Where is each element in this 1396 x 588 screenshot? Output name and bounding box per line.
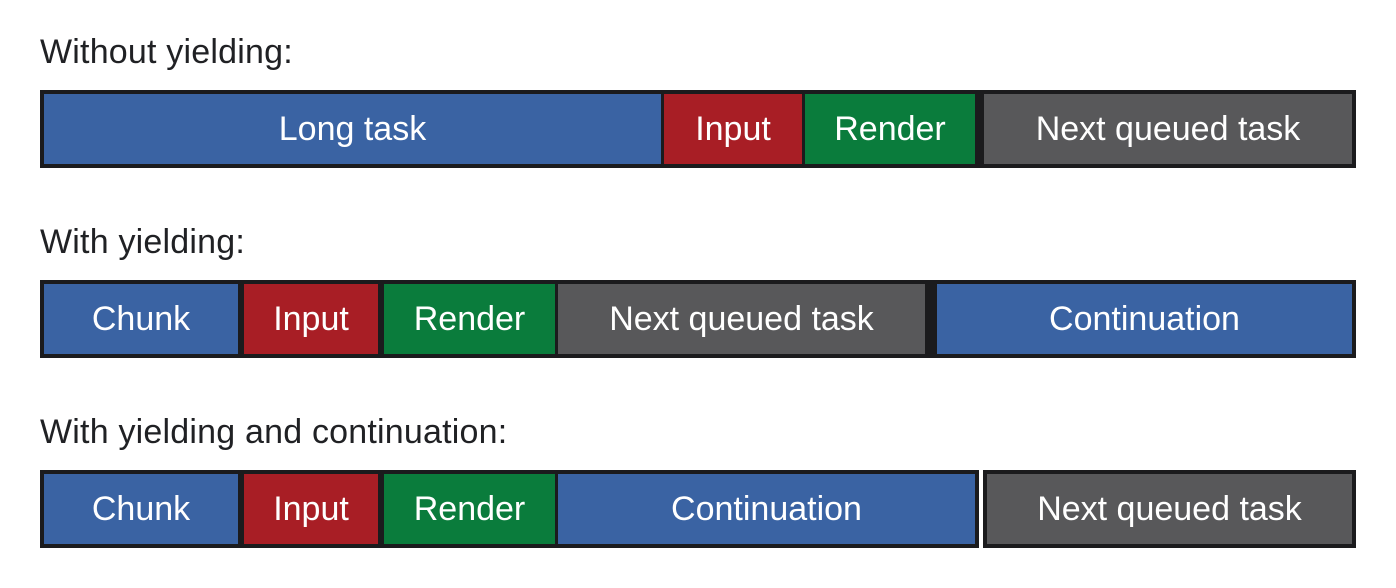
timeline-bar: Chunk Input Render Continuation Next que… [40, 470, 1356, 548]
segment-label: Input [695, 110, 771, 148]
segment-next-queued-task: Next queued task [987, 474, 1352, 544]
timeline-bar: Long task Input Render Next queued task [40, 90, 1356, 168]
segment-label: Long task [278, 110, 427, 148]
segment-next-queued-task: Next queued task [984, 94, 1352, 164]
task-box: Next queued task [983, 470, 1356, 548]
segment-next-queued-task: Next queued task [558, 284, 925, 354]
segment-label: Continuation [1049, 300, 1240, 338]
segment-input: Input [244, 474, 378, 544]
segment-render: Render [805, 94, 975, 164]
segment-label: Next queued task [1037, 490, 1302, 528]
segment-label: Chunk [91, 300, 191, 338]
task-box: Long task Input Render Next queued task [40, 90, 1356, 168]
segment-label: Input [273, 490, 349, 528]
segment-long-task: Long task [44, 94, 661, 164]
task-box: Chunk Input Render Next queued task Cont… [40, 280, 1356, 358]
segment-continuation: Continuation [937, 284, 1352, 354]
row-without-yielding: Without yielding: Long task Input Render… [40, 32, 1356, 168]
segment-render: Render [384, 474, 555, 544]
timeline-bar: Chunk Input Render Next queued task Cont… [40, 280, 1356, 358]
segment-continuation: Continuation [558, 474, 975, 544]
segment-label: Render [413, 300, 526, 338]
row-label: With yielding: [40, 223, 245, 261]
row-with-yielding-and-continuation: With yielding and continuation: Chunk In… [40, 412, 1356, 548]
segment-input: Input [664, 94, 802, 164]
segment-render: Render [384, 284, 555, 354]
row-with-yielding: With yielding: Chunk Input Render Next q… [40, 222, 1356, 358]
segment-label: Chunk [91, 490, 191, 528]
segment-chunk: Chunk [44, 474, 238, 544]
row-label: With yielding and continuation: [40, 413, 508, 451]
row-label: Without yielding: [40, 33, 293, 71]
segment-input: Input [244, 284, 378, 354]
segment-label: Next queued task [1035, 110, 1301, 148]
segment-label: Next queued task [609, 300, 874, 338]
segment-label: Continuation [671, 490, 862, 528]
task-box: Chunk Input Render Continuation [40, 470, 979, 548]
segment-label: Render [834, 110, 946, 148]
segment-label: Render [413, 490, 526, 528]
segment-label: Input [273, 300, 349, 338]
segment-chunk: Chunk [44, 284, 238, 354]
